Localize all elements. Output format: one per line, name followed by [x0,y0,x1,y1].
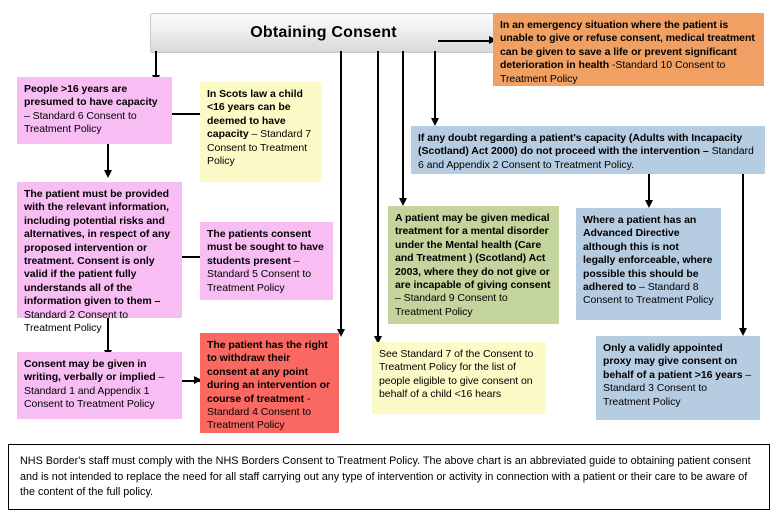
arrowhead-any-doubt-to-proxy [738,328,747,336]
node-validly-appointed-proxy-bold: Only a validly appointed proxy may give … [603,342,746,381]
node-see-standard7-plain: See Standard 7 of the Consent to Treatme… [379,348,534,401]
node-emergency: In an emergency situation where the pati… [493,13,764,86]
node-relevant-information: The patient must be provided with the re… [17,182,182,334]
connector-over16-to-scotslaw [172,113,200,115]
arrowhead-title-to-withdraw [336,329,345,337]
node-mental-disorder-plain: – Standard 9 Consent to Treatment Policy [395,292,508,318]
node-advanced-directive-plain: – Standard 8 Consent to Treatment Policy [583,281,714,307]
connector-title-to-emergency [438,40,493,42]
node-withdraw-consent-plain: -Standard 4 Consent to Treatment Policy [207,392,312,432]
node-advanced-directive-bold: Where a patient has an Advanced Directiv… [583,214,713,294]
node-any-doubt-capacity-plain: Standard 6 and Appendix 2 Consent to Tre… [418,145,754,171]
node-any-doubt-capacity-bold: If any doubt regarding a patient's capac… [418,132,743,158]
connector-any-doubt-to-proxy [742,174,744,330]
page-title: Obtaining Consent [150,13,497,53]
node-over16-capacity-bold: People >16 years are presumed to have ca… [24,83,158,109]
node-mental-disorder: A patient may be given medical treatment… [388,206,559,324]
node-validly-appointed-proxy-plain: – Standard 3 Consent to Treatment Policy [603,368,752,408]
node-consent-forms-bold: Consent may be given in writing, verball… [24,358,159,384]
node-relevant-information-plain: Standard 2 Consent to Treatment Policy [24,308,129,335]
node-consent-forms: Consent may be given in writing, verball… [17,352,182,419]
connector-relevant-info-to-consent-forms [107,318,109,352]
arrowhead-any-doubt-to-advanced-directive [644,200,653,208]
connector-relevant-info-to-students [172,256,200,258]
arrowhead-consent-forms-to-withdraw [194,376,202,384]
node-emergency-plain: -Standard 10 Consent to Treatment Policy [500,59,726,85]
node-emergency-bold: In an emergency situation where the pati… [500,19,755,72]
connector-title-to-any-doubt [434,51,436,121]
arrowhead-title-to-mental-disorder [398,198,407,206]
footer-disclaimer: NHS Border's staff must comply with the … [8,444,770,510]
connector-consent-forms-to-withdraw [172,380,200,382]
node-withdraw-consent: The patient has the right to withdraw th… [200,333,339,433]
connector-over16-to-relevant-info [107,144,109,172]
connector-any-doubt-to-advanced-directive [648,174,650,202]
arrowhead-title-to-see-standard7 [373,336,382,344]
node-students-present: The patients consent must be sought to h… [200,222,333,300]
node-over16-capacity-plain: – Standard 6 Consent to Treatment Policy [24,109,137,136]
arrowhead-over16-to-relevant-info [103,170,112,178]
node-any-doubt-capacity: If any doubt regarding a patient's capac… [411,126,765,174]
node-scots-law-child: In Scots law a child <16 years can be de… [200,82,322,182]
node-over16-capacity: People >16 years are presumed to have ca… [17,77,172,144]
node-students-present-plain: – Standard 5 Consent to Treatment Policy [207,254,312,294]
node-advanced-directive: Where a patient has an Advanced Directiv… [576,208,721,320]
node-withdraw-consent-bold: The patient has the right to withdraw th… [207,339,331,405]
node-scots-law-child-bold: In Scots law a child <16 years can be de… [207,88,303,141]
node-validly-appointed-proxy: Only a validly appointed proxy may give … [596,336,760,420]
node-scots-law-child-plain: – Standard 7 Consent to Treatment Policy [207,128,312,168]
arrowhead-title-to-any-doubt [430,118,439,126]
connector-title-to-over16 [155,51,157,77]
node-students-present-bold: The patients consent must be sought to h… [207,228,324,267]
node-relevant-information-bold: The patient must be provided with the re… [24,188,171,308]
connector-title-to-withdraw [340,51,342,331]
node-see-standard7: See Standard 7 of the Consent to Treatme… [372,342,546,414]
connector-title-to-mental-disorder [402,51,404,201]
node-mental-disorder-bold: A patient may be given medical treatment… [395,212,551,292]
node-consent-forms-plain: – Standard 1 and Appendix 1 Consent to T… [24,371,165,411]
connector-title-to-see-standard7 [377,51,379,338]
